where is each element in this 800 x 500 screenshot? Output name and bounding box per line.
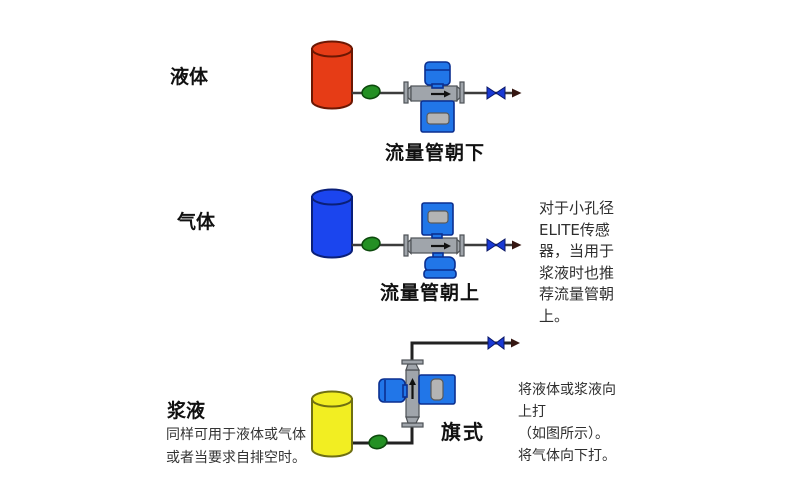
shutoff-valve-icon	[495, 336, 505, 350]
shutoff-valve-icon	[486, 86, 497, 100]
shutoff-valve-icon	[487, 336, 497, 350]
slurry-tank-top	[311, 390, 353, 408]
sensor-display	[427, 210, 449, 224]
liquid-tank-top	[311, 40, 353, 58]
section-label-gas: 气体	[177, 211, 216, 233]
slurry-tank-body	[311, 398, 353, 458]
transmitter	[424, 61, 451, 86]
gas-tank-top	[311, 188, 353, 206]
reducer-top	[405, 363, 420, 371]
note-slurry-usage: 同样可用于液体或气体 或者当要求自排空时。	[166, 427, 306, 466]
flange-right	[459, 234, 465, 257]
shutoff-valve-icon	[495, 238, 506, 252]
caption-flag-style: 旗式	[441, 420, 485, 444]
side-note-elite-sensor: 对于小孔径 ELITE传感 器，当用于 浆液时也推 荐流量管朝 上。	[539, 199, 615, 325]
outlet-arrowhead	[512, 240, 522, 250]
transmitter-neck	[431, 83, 444, 89]
shutoff-valve-icon	[486, 238, 497, 252]
transmitter-neck	[402, 384, 408, 398]
flow-direction-arrowhead	[444, 90, 451, 98]
green-valve-icon	[368, 434, 388, 450]
side-note-pump-direction: 将液体或浆液向 上打 （如图所示）。 将气体向下打。	[518, 382, 616, 464]
caption-flowtube-up: 流量管朝上	[380, 282, 481, 304]
outlet-arrowhead	[512, 88, 522, 98]
diagram-gas	[311, 188, 522, 279]
section-label-liquid: 液体	[170, 66, 209, 88]
outlet-arrowhead	[511, 338, 520, 348]
flow-direction-arrowhead	[409, 378, 416, 385]
diagram-slurry	[311, 336, 520, 458]
case-neck	[431, 233, 443, 239]
caption-flowtube-down: 流量管朝下	[385, 142, 486, 164]
diagram-liquid	[311, 40, 522, 133]
flange-top	[401, 359, 424, 365]
transmitter-lid	[423, 269, 457, 279]
flange-right	[459, 81, 465, 104]
section-label-slurry: 浆液	[167, 400, 206, 422]
green-valve-icon	[361, 84, 381, 100]
green-valve-icon	[361, 236, 381, 252]
transmitter-side	[378, 378, 406, 403]
gas-tank-body	[311, 196, 353, 259]
sensor-display	[426, 112, 450, 125]
liquid-tank-body	[311, 48, 353, 110]
flow-direction-arrowhead	[444, 242, 451, 250]
shutoff-valve-icon	[495, 86, 506, 100]
reducer-bottom	[405, 416, 420, 424]
sensor-display	[430, 378, 444, 401]
